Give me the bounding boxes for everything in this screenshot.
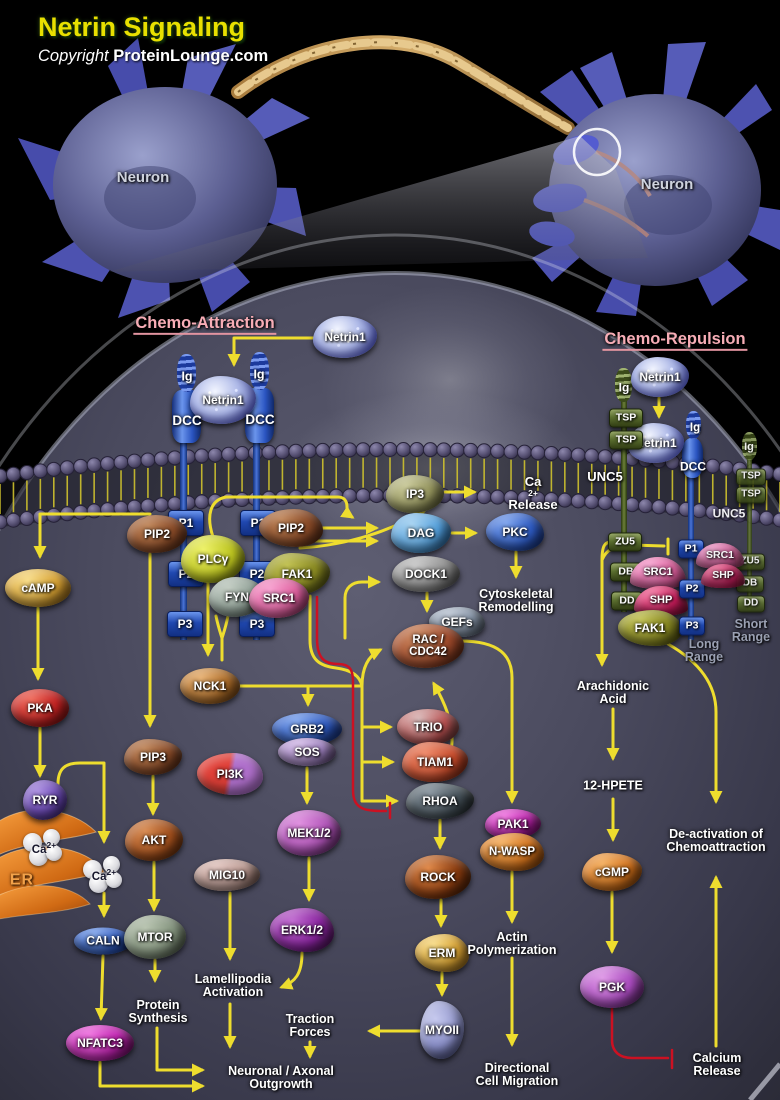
zoom-circle-annotation: [572, 127, 622, 177]
inhibition-lines: [315, 595, 674, 1070]
axon-art: [231, 35, 575, 135]
copyright-brand: ProteinLounge.com: [113, 47, 269, 65]
diagram-title: Netrin Signaling: [38, 12, 246, 42]
copyright-line: Copyright ProteinLounge.com: [38, 47, 268, 66]
neuron-left-art: [18, 38, 310, 318]
cell-outer-rim: [0, 233, 780, 468]
zoom-funnel-art: [108, 136, 648, 272]
copyright-word: Copyright: [38, 47, 109, 65]
